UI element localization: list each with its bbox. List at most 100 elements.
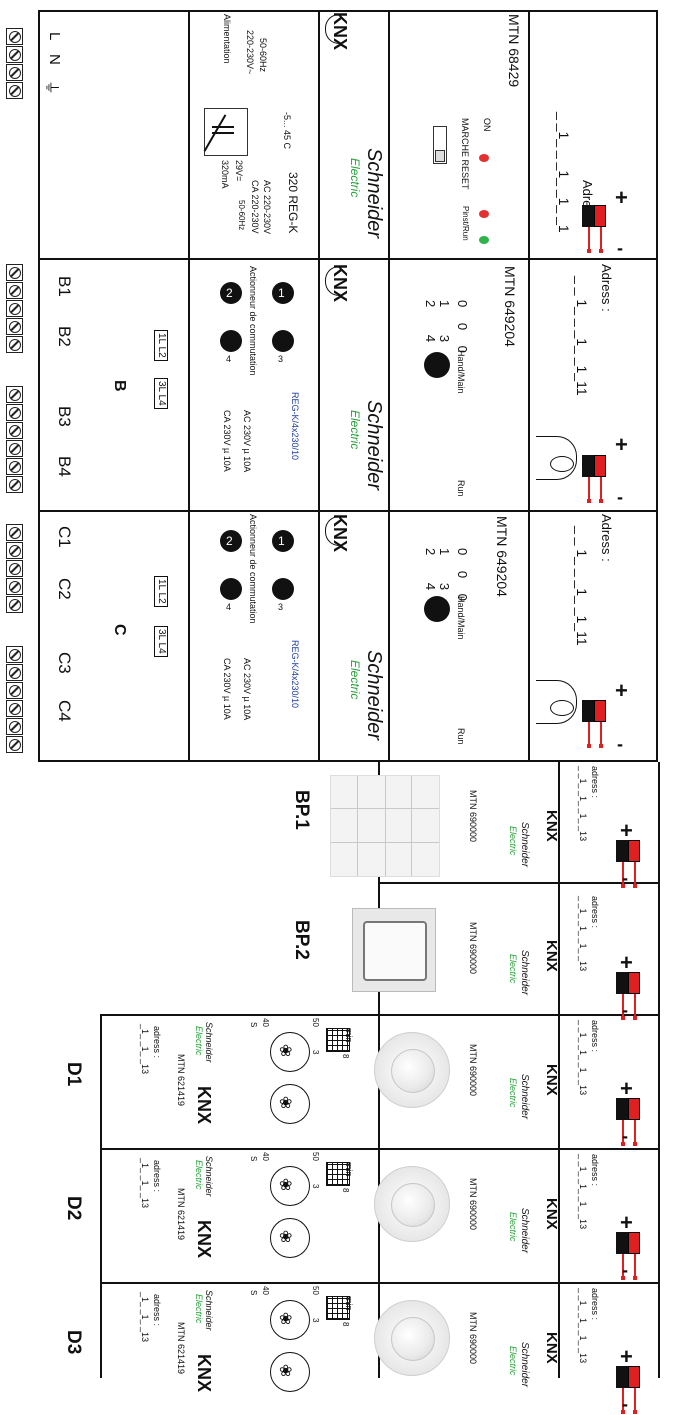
channel-2-indicator [220,282,242,304]
detector-addr2-label: adress : [152,1160,162,1193]
supply-address-value: _ _1_ _ _1_ _1_ _1 [556,112,572,233]
bp2-brand2: Electric [508,954,518,984]
plus-sign: + [620,1076,633,1101]
bp1-address-label: adress : [590,766,600,799]
terminal-label-l: L [46,32,63,41]
output-b4: B4 [55,456,74,477]
terminal[interactable] [6,282,23,299]
detector-dome[interactable] [374,1166,450,1242]
bp1-keypad[interactable] [330,775,440,877]
detector-brand: Schneider [204,1290,214,1331]
keypad-line [385,776,386,876]
supply-led-right-label: Pinst/Run [461,206,470,241]
terminal[interactable] [6,578,23,595]
terminal[interactable] [6,476,23,493]
actuator-b-run: Run [456,480,466,497]
field-divider [100,1014,660,1016]
terminal[interactable] [6,458,23,475]
terminal[interactable] [6,736,23,753]
channel-num-2: 2 [226,534,233,548]
actuator-c-label-2: 3L L4 [154,626,168,657]
brand-schneider: Schneider [363,650,385,741]
supply-output-2: 320mA [220,160,230,189]
detector-grid-icon [326,1296,350,1320]
knx-logo: KNX [543,1064,560,1096]
terminal[interactable] [6,422,23,439]
manual-knob[interactable] [424,596,450,622]
terminal[interactable] [6,404,23,421]
field-divider [100,1148,660,1150]
actuator-b-grid-row3: 2 4 [423,300,438,355]
actuator-b-address-label: Adress : [599,264,614,312]
knob-label: 8 [341,1322,350,1327]
actuator-b-label-1: 1L L2 [154,330,168,361]
detector-label: D3 [63,1330,84,1355]
detector-reference: MTN 690000 [468,1178,478,1231]
lux-knob-icon[interactable] [270,1166,310,1206]
terminal[interactable] [6,646,23,663]
transformer-bar [212,132,234,134]
terminal[interactable] [6,682,23,699]
minus-sign: - [622,868,628,888]
terminal[interactable] [6,64,23,81]
detector-grid-icon [326,1162,350,1186]
terminal[interactable] [6,718,23,735]
terminal[interactable] [6,46,23,63]
terminal[interactable] [6,596,23,613]
field-divider [100,1282,660,1284]
manual-knob[interactable] [424,352,450,378]
supply-bus-connector [580,205,606,253]
transformer-symbol [204,108,248,156]
channel-1-indicator [272,530,294,552]
knx-logo: KNX [194,1086,214,1125]
supply-left-spec-2: 220-230V~ [245,30,255,75]
detector-dome[interactable] [374,1032,450,1108]
terminal[interactable] [6,700,23,717]
terminal[interactable] [6,300,23,317]
terminal[interactable] [6,560,23,577]
time-knob-icon[interactable] [270,1218,310,1258]
actuator-b-label-2: 3L L4 [154,378,168,409]
terminal[interactable] [6,82,23,99]
detector-label: D2 [63,1196,84,1221]
detector-addr2-value: _1_ _1_ _13 [140,1158,150,1209]
detector-lens [391,1049,435,1093]
channel-3-indicator [272,330,294,352]
channel-num-4: 4 [226,354,232,364]
knob-label: 8 [341,1188,350,1193]
terminal[interactable] [6,318,23,335]
actuator-c-hand: Hand/Main [456,596,466,640]
terminal[interactable] [6,524,23,541]
supply-left-spec-1: 50-60Hz [258,38,268,73]
din-clip-inner [550,456,574,472]
knx-logo: KNX [543,1198,560,1230]
detector-grid-icon [326,1028,350,1052]
lux-knob-icon[interactable] [270,1032,310,1072]
minus-sign: - [622,1126,628,1146]
column-divider [318,10,320,762]
plus-sign: + [620,818,633,843]
led-green-run [479,236,489,244]
detector-sensor-ref: MTN 621419 [176,1188,186,1241]
terminal[interactable] [6,664,23,681]
terminal[interactable] [6,336,23,353]
minus-sign: - [617,487,623,507]
actuator-b-rating2: CA 230V µ 10A [222,410,232,472]
terminal[interactable] [6,28,23,45]
time-knob-icon[interactable] [270,1084,310,1124]
actuator-b-grid-row2: 1 3 [437,300,452,355]
output-b1: B1 [55,276,74,297]
channel-2-indicator [220,530,242,552]
detector-dome[interactable] [374,1300,450,1376]
plus-sign: + [620,1344,633,1369]
terminal[interactable] [6,264,23,281]
terminal[interactable] [6,386,23,403]
terminal[interactable] [6,440,23,457]
knob-label: 3 [311,1184,320,1189]
terminal[interactable] [6,542,23,559]
bp1-brand: Schneider [519,822,530,868]
bp2-switch[interactable] [352,908,436,992]
actuator-b-address-value: _ _ 1_ _ _1_ _1_11 [574,276,590,396]
lux-knob-icon[interactable] [270,1300,310,1340]
transformer-bar [212,126,234,128]
